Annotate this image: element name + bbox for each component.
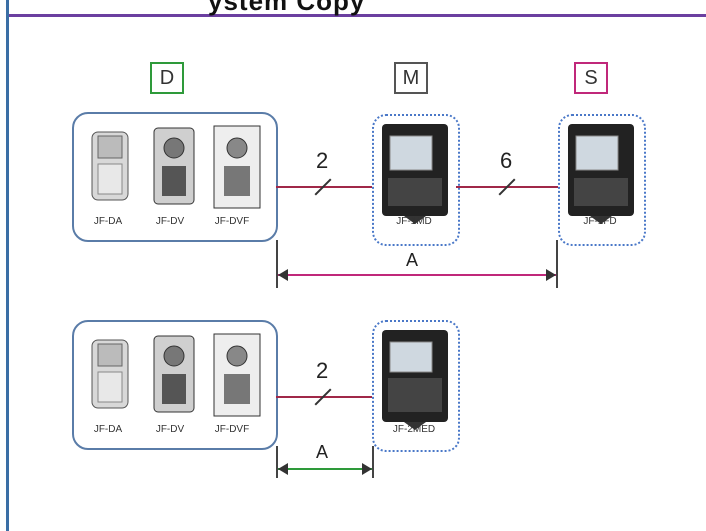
door-group-row1: [72, 112, 278, 242]
letter-sub: S: [574, 62, 608, 94]
sub-label-row1: JF-1FD: [583, 216, 617, 227]
left-rule: [6, 0, 9, 531]
door-units-row2-graphic: [91, 333, 261, 417]
wire-count-row2: 2: [316, 358, 329, 383]
door-label-row2-2: JF-DV: [155, 424, 185, 435]
title-rule: ystem Copy: [8, 0, 706, 17]
sub-box-row1: [558, 114, 646, 246]
wire-count-2-row1: 6: [500, 148, 513, 173]
door-label-row1-1: JF-DA: [93, 216, 123, 227]
door-group-row2: [72, 320, 278, 450]
dim-tick-right-row1: [556, 240, 558, 288]
door-label-row1-3: JF-DVF: [214, 216, 250, 227]
wire-count-1-row1: 2: [316, 148, 329, 173]
dim-arrow-left-row2: [278, 463, 288, 475]
door-label-row2-1: JF-DA: [93, 424, 123, 435]
master-monitor-graphic: [382, 124, 448, 224]
door-label-row2-3: JF-DVF: [214, 424, 250, 435]
master-box-row1: [372, 114, 460, 246]
dim-tick-right-row2: [372, 446, 374, 478]
dim-label-row2: A: [316, 442, 329, 462]
master-label-row1: JF-1MD: [396, 216, 432, 227]
dim-arrow-right-row1: [546, 269, 556, 281]
letter-master: M: [394, 62, 428, 94]
door-label-row1-2: JF-DV: [155, 216, 185, 227]
page-title: ystem Copy: [208, 0, 366, 16]
sub-monitor-graphic: [568, 124, 634, 224]
dim-tick-left-row2: [276, 446, 278, 478]
dim-label-row1: A: [406, 250, 419, 270]
master-box-row2: [372, 320, 460, 452]
master2-monitor-graphic: [382, 330, 448, 430]
door-units-row1-graphic: [91, 125, 261, 209]
dim-line-row2: [278, 468, 372, 470]
dim-arrow-right-row2: [362, 463, 372, 475]
letter-door: D: [150, 62, 184, 94]
master-label-row2: JF-2MED: [392, 424, 436, 435]
dim-arrow-left-row1: [278, 269, 288, 281]
dim-tick-left-row1: [276, 240, 278, 288]
dim-line-row1: [278, 274, 556, 276]
